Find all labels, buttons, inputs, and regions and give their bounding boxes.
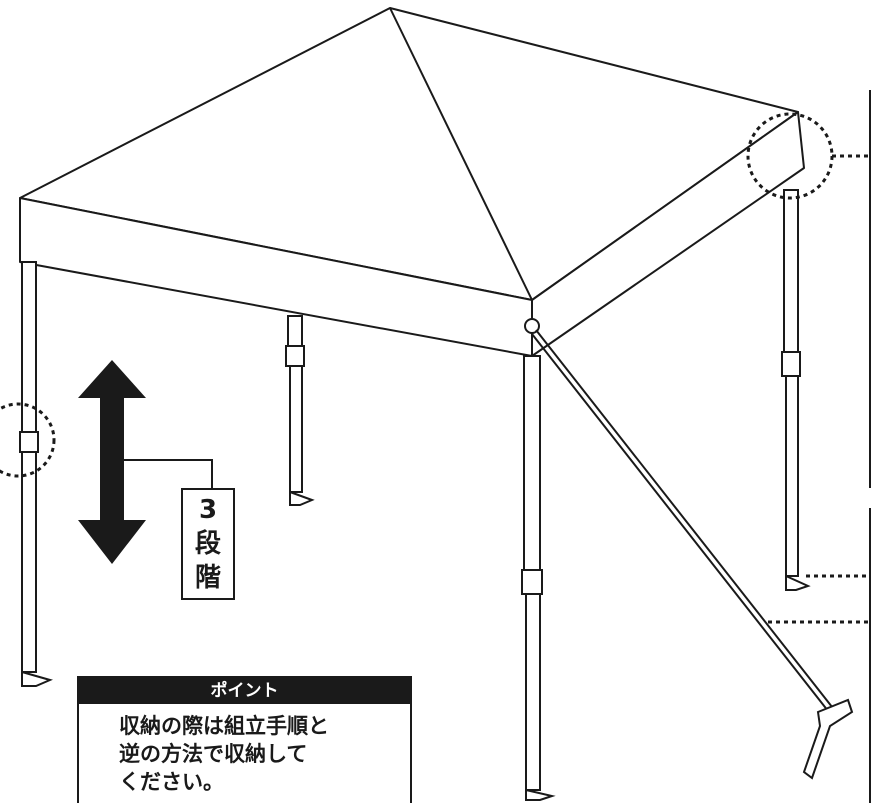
- leg-right-upper: [783, 189, 799, 353]
- point-note-title: ポイント: [79, 678, 410, 704]
- height-arrow: [78, 360, 146, 564]
- arrow-callout-line: [124, 459, 213, 488]
- guy-rope-a: [535, 329, 837, 713]
- leg-back-lower: [289, 365, 303, 493]
- leg-front-upper: [523, 355, 541, 571]
- rope-ring: [524, 318, 540, 334]
- leg-front-joint: [521, 569, 543, 595]
- leg-back-foot: [289, 490, 315, 506]
- leg-right-joint: [781, 351, 801, 377]
- height-label-number: 3: [198, 495, 218, 525]
- point-note-body: 収納の際は組立手順と 逆の方法で収納して ください。: [79, 704, 410, 796]
- point-note-line: 逆の方法で収納して: [119, 742, 308, 766]
- height-label-char-2: 階: [194, 563, 221, 593]
- leg-back-upper: [287, 315, 303, 347]
- point-note-line: ください。: [119, 770, 224, 794]
- leg-left-joint: [19, 431, 39, 453]
- leg-left-foot: [21, 670, 53, 687]
- leg-front-lower: [525, 593, 541, 791]
- leg-right-lower: [785, 375, 799, 577]
- leg-left-lower: [21, 451, 37, 673]
- stake: [802, 698, 854, 780]
- roof-ridge: [389, 7, 533, 301]
- guy-rope-b: [531, 333, 833, 717]
- detail-circle-left: [0, 402, 56, 478]
- leg-front-foot: [525, 788, 556, 801]
- leg-back-joint: [285, 345, 305, 367]
- valance-right: [531, 111, 805, 357]
- height-label-char-1: 段: [194, 529, 221, 559]
- point-note-box: ポイント 収納の際は組立手順と 逆の方法で収納して ください。: [77, 676, 412, 803]
- leg-right-foot: [785, 574, 811, 591]
- point-note-line: 収納の際は組立手順と: [119, 714, 329, 738]
- three-stage-label: 3 段 階: [181, 488, 235, 600]
